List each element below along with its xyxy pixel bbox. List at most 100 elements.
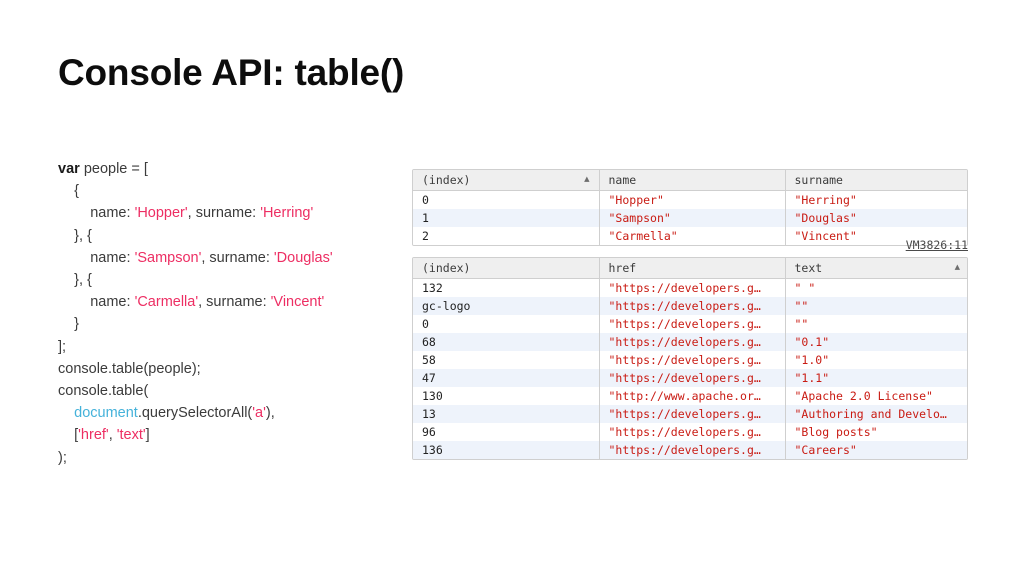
code-token-pln: ]; (58, 338, 67, 355)
cell-value: "https://developers.g… (599, 423, 786, 441)
table-row[interactable]: 130"http://www.apache.or…"Apache 2.0 Lic… (413, 387, 967, 405)
table-row[interactable]: 58"https://developers.g…"1.0" (413, 351, 967, 369)
column-header-label: (index) (422, 261, 471, 275)
cell-value: "1.1" (785, 369, 967, 387)
code-line: name: 'Carmella', surname: 'Vincent' (58, 291, 398, 313)
table-row[interactable]: 68"https://developers.g…"0.1" (413, 333, 967, 351)
code-token-pln: [ (58, 427, 79, 444)
code-line: var people = [ (58, 158, 398, 180)
column-header-label: (index) (422, 173, 471, 187)
sort-ascending-icon: ▲ (584, 174, 590, 185)
code-token-str: 'href' (78, 427, 109, 444)
code-line: }, { (58, 269, 398, 291)
cell-value: "Douglas" (785, 209, 967, 227)
table-row[interactable]: 96"https://developers.g…"Blog posts" (413, 423, 967, 441)
code-token-str: 'Herring' (260, 205, 314, 222)
cell-index: 1 (413, 209, 600, 227)
cell-value: "Vincent" (785, 227, 967, 245)
cell-index: 58 (413, 351, 600, 369)
cell-value: "Apache 2.0 License" (785, 387, 967, 405)
column-header-label: name (608, 173, 637, 187)
column-header-index[interactable]: (index) ▲ (413, 170, 600, 191)
code-token-pln: name: (58, 205, 135, 222)
code-token-str: 'Vincent' (270, 294, 325, 311)
cell-value: "https://developers.g… (599, 351, 786, 369)
code-token-pln: people = [ (83, 161, 148, 177)
cell-value: "Blog posts" (785, 423, 967, 441)
table-row[interactable]: 1"Sampson""Douglas" (413, 209, 967, 227)
cell-value: "https://developers.g… (599, 297, 786, 315)
code-token-pln: console.table(people); (58, 360, 201, 377)
cell-value: "https://developers.g… (599, 405, 786, 423)
table-row[interactable]: 13"https://developers.g…"Authoring and D… (413, 405, 967, 423)
cell-value: "Carmella" (599, 227, 786, 245)
cell-value: "1.0" (785, 351, 967, 369)
table-row[interactable]: 2"Carmella""Vincent" (413, 227, 967, 245)
code-token-str: 'Sampson' (134, 249, 202, 266)
code-token-pln: , surname: (201, 249, 274, 266)
table-row[interactable]: 132"https://developers.g…" " (413, 278, 967, 297)
code-token-str: 'Douglas' (273, 249, 333, 266)
cell-index: 0 (413, 190, 600, 209)
code-line: } (58, 313, 398, 335)
code-line: document.querySelectorAll('a'), (58, 402, 398, 424)
console-table-people: (index) ▲ name surname 0"Hopper""Herring"1"S… (412, 169, 968, 246)
code-token-pln: ] (145, 427, 150, 444)
vm-source-link[interactable]: VM3826:11 (905, 238, 968, 252)
cell-value: "" (785, 315, 967, 333)
code-token-pln: name: (58, 294, 135, 311)
code-token-str: 'Carmella' (134, 294, 199, 311)
column-header-label: text (794, 261, 823, 275)
cell-index: 47 (413, 369, 600, 387)
cell-value: "https://developers.g… (599, 333, 786, 351)
cell-value: "Authoring and Develo… (785, 405, 967, 423)
code-line: name: 'Sampson', surname: 'Douglas' (58, 247, 398, 269)
column-header-href[interactable]: href (599, 258, 786, 279)
cell-value: "http://www.apache.or… (599, 387, 786, 405)
table-row[interactable]: 0"https://developers.g…"" (413, 315, 967, 333)
table-row[interactable]: 47"https://developers.g…"1.1" (413, 369, 967, 387)
code-token-pln: } (58, 316, 79, 333)
code-token-pln: }, { (58, 227, 92, 244)
column-header-name[interactable]: name (599, 170, 786, 191)
column-header-text[interactable]: text ▲ (785, 258, 967, 279)
column-header-label: surname (794, 173, 843, 187)
cell-index: 2 (413, 227, 600, 245)
cell-index: 96 (413, 423, 600, 441)
cell-value: "Careers" (785, 441, 967, 459)
cell-value: "https://developers.g… (599, 369, 786, 387)
code-token-pln: console.table( (58, 383, 149, 400)
cell-value: "https://developers.g… (599, 278, 786, 297)
table-header-row: (index) ▲ name surname (413, 170, 967, 191)
cell-value: "https://developers.g… (599, 315, 786, 333)
code-line: }, { (58, 225, 398, 247)
cell-value: " " (785, 278, 967, 297)
code-line: name: 'Hopper', surname: 'Herring' (58, 202, 398, 224)
sort-ascending-icon: ▲ (954, 262, 960, 273)
code-token-pln: ); (58, 449, 67, 466)
table-header-row: (index) href text ▲ (413, 258, 967, 279)
page-title: Console API: table() (58, 52, 405, 93)
cell-index: 132 (413, 278, 600, 297)
code-token-pln: , surname: (187, 205, 261, 222)
code-token-pln: name: (58, 249, 135, 266)
code-token-obj: document (74, 405, 138, 422)
table-row[interactable]: gc-logo"https://developers.g…"" (413, 297, 967, 315)
code-line: ); (58, 447, 398, 469)
column-header-index[interactable]: (index) (413, 258, 600, 279)
code-snippet: var people = [ { name: 'Hopper', surname… (58, 158, 398, 469)
code-line: ]; (58, 336, 398, 358)
cell-value: "Hopper" (599, 190, 786, 209)
code-line: console.table(people); (58, 358, 398, 380)
table-row[interactable]: 136"https://developers.g…"Careers" (413, 441, 967, 459)
code-token-kw: var (58, 161, 84, 177)
column-header-surname[interactable]: surname (785, 170, 967, 191)
code-token-str: 'Hopper' (134, 205, 188, 222)
table-row[interactable]: 0"Hopper""Herring" (413, 190, 967, 209)
code-token-str: 'text' (116, 427, 146, 444)
code-token-pln: }, { (58, 272, 92, 289)
cell-index: 130 (413, 387, 600, 405)
code-token-pln: { (58, 183, 79, 200)
cell-index: gc-logo (413, 297, 600, 315)
